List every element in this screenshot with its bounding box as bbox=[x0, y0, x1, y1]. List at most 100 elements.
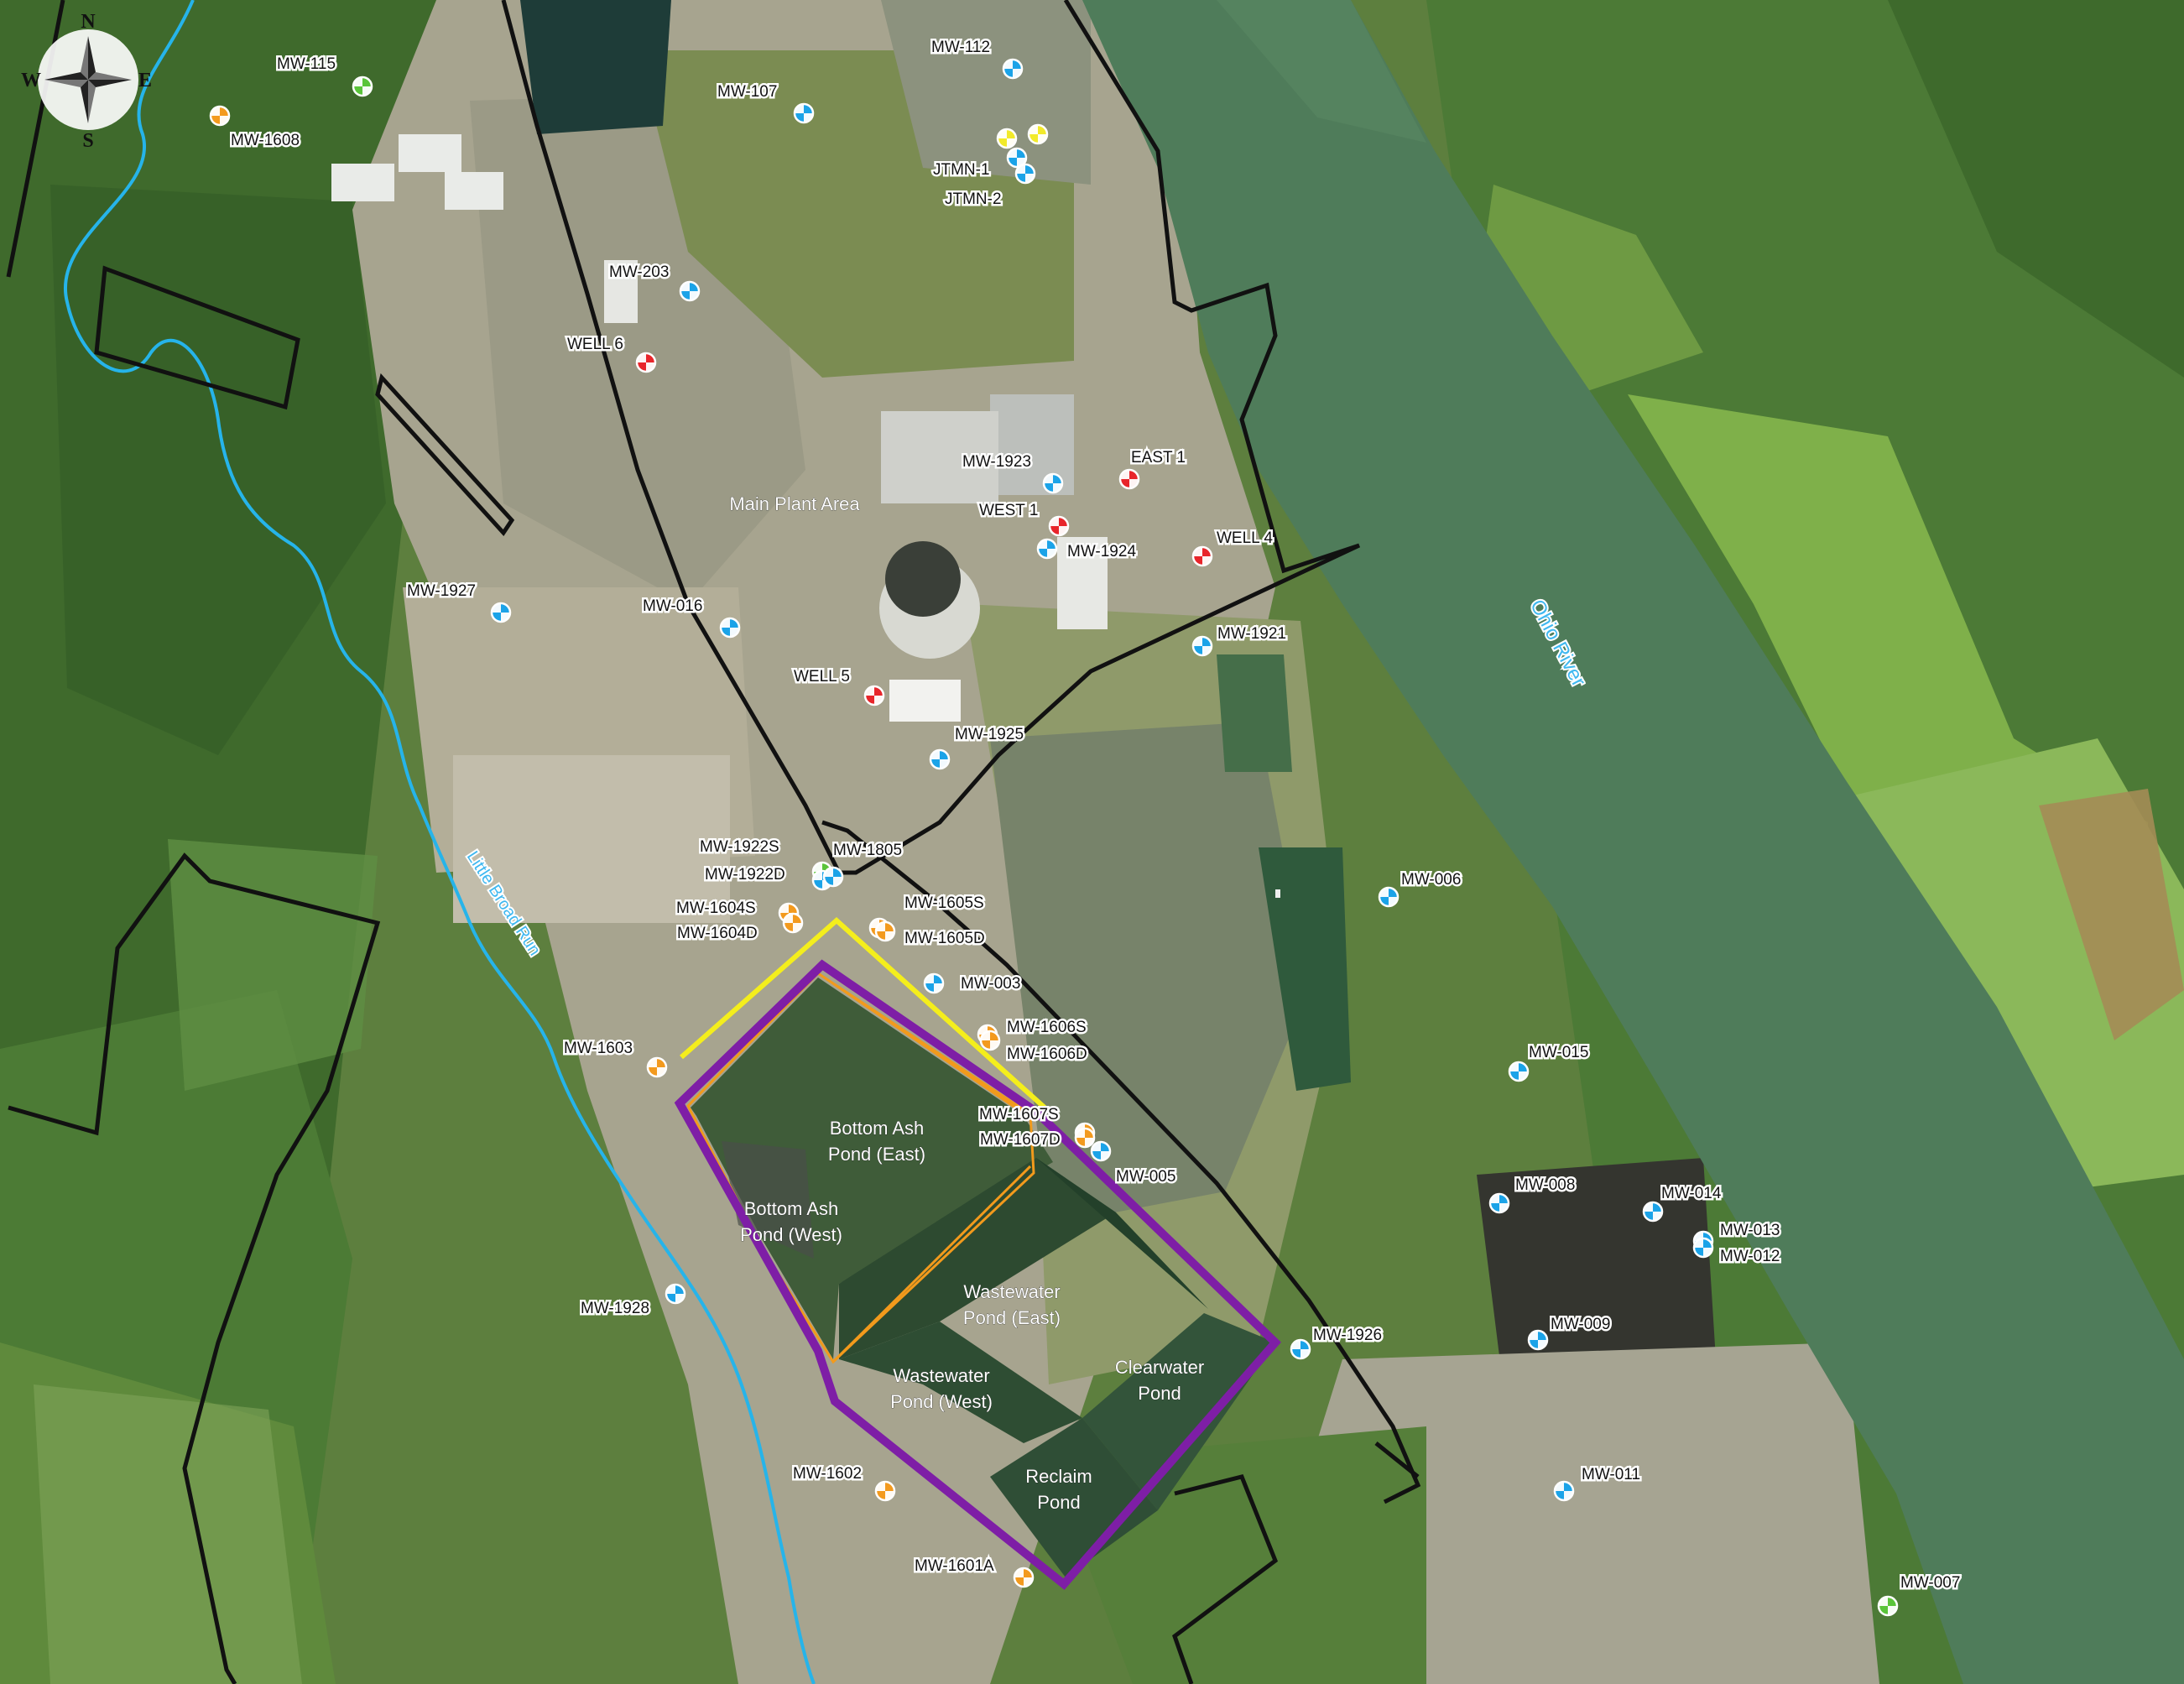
well-marker-icon bbox=[1191, 545, 1213, 567]
well-marker-icon bbox=[1036, 538, 1058, 560]
well-marker-icon bbox=[1027, 123, 1049, 145]
well-marker-icon bbox=[874, 920, 896, 942]
well-marker-icon bbox=[1014, 163, 1036, 185]
well-marker-icon bbox=[923, 972, 945, 994]
well-mw009: MW-009 bbox=[1527, 1314, 1613, 1351]
monitoring-wells: MW-115MW-1608MW-107MW-112JTMN-1JTMN-2MW-… bbox=[209, 37, 1962, 1617]
well-marker-icon bbox=[1048, 515, 1070, 537]
well-marker-icon bbox=[1553, 1480, 1575, 1502]
well-label: MW-203 bbox=[609, 263, 669, 281]
well-jtmn_y2 bbox=[1027, 123, 1049, 145]
well-label: JTMN-2 bbox=[945, 190, 1002, 208]
well-marker-icon bbox=[1488, 1192, 1510, 1214]
well-label: MW-107 bbox=[717, 83, 777, 101]
well-label: EAST 1 bbox=[1131, 449, 1186, 467]
well-mw1922d: MW-1922D bbox=[703, 864, 833, 891]
compass-north: N bbox=[81, 11, 96, 33]
well-label: MW-1601A bbox=[915, 1557, 994, 1575]
well-label: MW-1925 bbox=[955, 726, 1024, 743]
well-marker-icon bbox=[646, 1056, 668, 1078]
well-marker-icon bbox=[1692, 1237, 1714, 1259]
well-marker-icon bbox=[874, 1480, 896, 1502]
wastewater-west-label-2: Pond (West) bbox=[890, 1391, 993, 1412]
well-label: MW-016 bbox=[643, 597, 702, 615]
well-marker-icon bbox=[1118, 468, 1140, 490]
well-label: MW-1604D bbox=[677, 925, 758, 942]
well-label: MW-006 bbox=[1401, 871, 1461, 889]
well-marker-icon bbox=[1527, 1329, 1549, 1351]
well-marker-icon bbox=[1074, 1127, 1096, 1149]
wastewater-east-label-2: Pond (East) bbox=[963, 1307, 1061, 1328]
bottom-ash-west-label-2: Pond (West) bbox=[740, 1224, 842, 1245]
well-label: MW-1805 bbox=[833, 842, 902, 859]
well-mw1607d: MW-1607D bbox=[978, 1127, 1096, 1151]
well-mw013: MW-013 bbox=[1692, 1220, 1782, 1252]
well-mw1604s: MW-1604S bbox=[675, 898, 800, 924]
well-label: MW-003 bbox=[961, 975, 1020, 993]
well-mw011: MW-011 bbox=[1553, 1464, 1643, 1502]
well-mw1605s: MW-1605S bbox=[868, 893, 986, 939]
well-mw007: MW-007 bbox=[1877, 1572, 1962, 1617]
well-mw005: MW-005 bbox=[1090, 1140, 1178, 1188]
well-label: WEST 1 bbox=[979, 502, 1038, 519]
well-east1: EAST 1 bbox=[1118, 447, 1188, 490]
well-label: MW-112 bbox=[931, 39, 990, 56]
well-marker-icon bbox=[1290, 1338, 1311, 1360]
bottom-ash-west-label-1: Bottom Ash bbox=[744, 1198, 839, 1219]
well-mw015: MW-015 bbox=[1508, 1042, 1591, 1082]
well-label: MW-005 bbox=[1116, 1168, 1175, 1186]
main-plant-area-label: Main Plant Area bbox=[729, 493, 860, 514]
well-mw112: MW-112 bbox=[930, 37, 1024, 80]
wastewater-west-label-1: Wastewater bbox=[893, 1365, 989, 1386]
well-well6: WELL 6 bbox=[566, 334, 657, 373]
well-marker-icon bbox=[665, 1283, 686, 1305]
well-mw1805: MW-1805 bbox=[822, 840, 904, 888]
well-jtmn2: JTMN-2 bbox=[943, 163, 1036, 211]
well-jtmn1: JTMN-1 bbox=[931, 147, 1028, 181]
well-marker-icon bbox=[1090, 1140, 1112, 1162]
well-mw1928: MW-1928 bbox=[579, 1283, 686, 1320]
well-marker-icon bbox=[793, 102, 815, 124]
well-label: MW-011 bbox=[1582, 1466, 1640, 1483]
well-mw1607s: MW-1607S bbox=[977, 1104, 1096, 1144]
well-marker-icon bbox=[996, 128, 1018, 149]
well-mw1924: MW-1924 bbox=[1036, 538, 1139, 563]
clearwater-label-2: Pond bbox=[1138, 1383, 1181, 1404]
well-label: MW-1606D bbox=[1007, 1045, 1087, 1063]
well-label: MW-1606S bbox=[1007, 1019, 1087, 1036]
well-mw1921: MW-1921 bbox=[1191, 623, 1289, 657]
well-mw008: MW-008 bbox=[1488, 1175, 1577, 1214]
bottom-ash-east-label-2: Pond (East) bbox=[828, 1144, 925, 1165]
well-mw1606d: MW-1606D bbox=[979, 1030, 1089, 1066]
compass-east: E bbox=[138, 70, 152, 91]
well-label: MW-015 bbox=[1529, 1044, 1588, 1061]
well-marker-icon bbox=[1042, 472, 1064, 494]
well-mw014: MW-014 bbox=[1642, 1183, 1723, 1223]
property-boundaries bbox=[6, 0, 1421, 1684]
well-jtmn_y1 bbox=[996, 128, 1018, 149]
well-label: MW-012 bbox=[1720, 1248, 1780, 1265]
well-label: MW-008 bbox=[1515, 1176, 1575, 1194]
well-mw1608: MW-1608 bbox=[209, 105, 302, 152]
well-label: MW-1604S bbox=[676, 899, 756, 917]
well-marker-icon bbox=[719, 617, 741, 639]
well-marker-icon bbox=[1002, 58, 1024, 80]
well-mw1601a: MW-1601A bbox=[913, 1556, 1035, 1588]
ccr-unit-boundary-purple bbox=[674, 959, 1281, 1590]
well-mw1604d: MW-1604D bbox=[675, 912, 804, 945]
well-marker-icon bbox=[1191, 635, 1213, 657]
well-mw1603: MW-1603 bbox=[562, 1038, 668, 1078]
bottom-ash-east-label-1: Bottom Ash bbox=[830, 1118, 925, 1139]
well-marker-icon bbox=[1013, 1567, 1035, 1588]
well-marker-icon bbox=[782, 912, 804, 934]
reclaim-label-1: Reclaim bbox=[1025, 1466, 1092, 1487]
well-label: MW-1926 bbox=[1313, 1327, 1382, 1344]
well-label: MW-1602 bbox=[793, 1465, 862, 1483]
little-broad-run-creek bbox=[64, 0, 816, 1684]
well-well5: WELL 5 bbox=[792, 666, 885, 706]
well-label: MW-014 bbox=[1661, 1185, 1722, 1202]
well-marker-icon bbox=[1642, 1201, 1664, 1223]
well-label: WELL 4 bbox=[1217, 529, 1273, 547]
ohio-river bbox=[1082, 0, 2184, 1684]
